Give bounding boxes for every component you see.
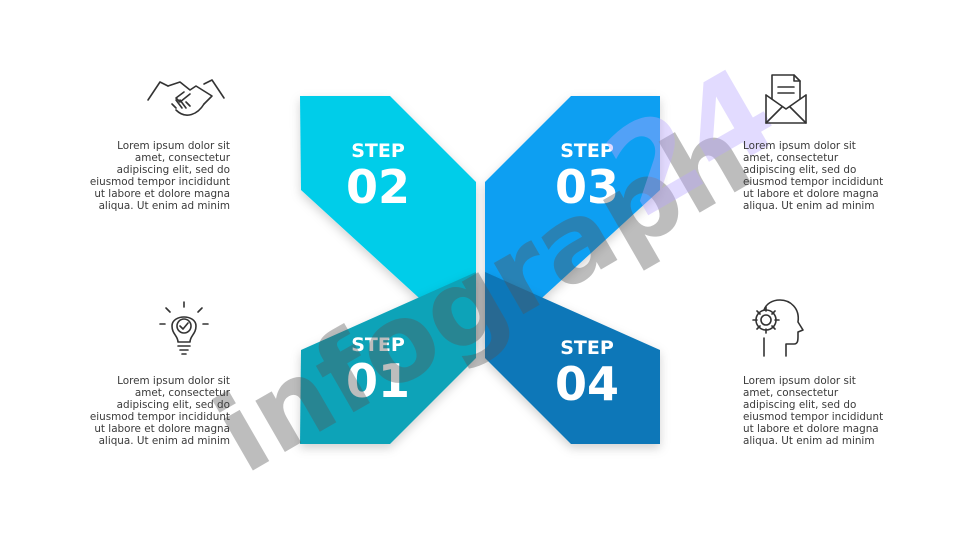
gear-head-icon bbox=[752, 299, 804, 357]
text-line: Lorem ipsum dolor sit bbox=[117, 140, 230, 152]
text-line: aliqua. Ut enim ad minim bbox=[743, 435, 875, 447]
step-04-shape bbox=[485, 272, 660, 444]
text-line: aliqua. Ut enim ad minim bbox=[98, 200, 230, 212]
description-bottom-left: Lorem ipsum dolor sit amet, consectetur … bbox=[80, 375, 230, 447]
step-03-label: STEP bbox=[560, 140, 614, 162]
text-line: eiusmod tempor incididunt bbox=[743, 176, 884, 188]
step-04-label: STEP bbox=[560, 337, 614, 359]
step-02-arm bbox=[300, 96, 476, 350]
step-03-arm bbox=[485, 96, 660, 350]
step-03-number: 03 bbox=[555, 160, 619, 214]
text-line: ut labore et dolore magna bbox=[94, 423, 230, 435]
step-02-label: STEP bbox=[351, 140, 405, 162]
step-04-arm bbox=[485, 272, 660, 444]
text-line: ut labore et dolore magna bbox=[743, 423, 879, 435]
text-line: eiusmod tempor incididunt bbox=[89, 411, 230, 423]
text-line: amet, consectetur bbox=[743, 387, 839, 399]
text-line: aliqua. Ut enim ad minim bbox=[743, 200, 875, 212]
text-line: adipiscing elit, sed do bbox=[743, 399, 857, 411]
text-line: aliqua. Ut enim ad minim bbox=[98, 435, 230, 447]
step-04-number: 04 bbox=[555, 357, 619, 411]
step-03-shape bbox=[485, 96, 660, 350]
step-02-shape bbox=[300, 96, 476, 350]
step-01-shape bbox=[300, 272, 476, 444]
description-top-left: Lorem ipsum dolor sit amet, consectetur … bbox=[80, 140, 230, 212]
text-line: adipiscing elit, sed do bbox=[116, 164, 230, 176]
text-line: adipiscing elit, sed do bbox=[743, 164, 857, 176]
text-line: Lorem ipsum dolor sit bbox=[117, 375, 230, 387]
handshake-icon bbox=[147, 79, 225, 116]
text-line: ut labore et dolore magna bbox=[743, 188, 879, 200]
description-bottom-right: Lorem ipsum dolor sit amet, consectetur … bbox=[743, 375, 893, 447]
text-line: adipiscing elit, sed do bbox=[116, 399, 230, 411]
text-line: eiusmod tempor incididunt bbox=[89, 176, 230, 188]
text-line: ut labore et dolore magna bbox=[94, 188, 230, 200]
step-01-number: 01 bbox=[346, 354, 410, 408]
text-line: amet, consectetur bbox=[134, 387, 230, 399]
envelope-document-icon bbox=[765, 74, 807, 124]
text-line: Lorem ipsum dolor sit bbox=[743, 140, 856, 152]
step-01-arm bbox=[300, 272, 476, 444]
text-line: Lorem ipsum dolor sit bbox=[743, 375, 856, 387]
step-01-label: STEP bbox=[351, 334, 405, 356]
step-02-number: 02 bbox=[346, 160, 410, 214]
description-top-right: Lorem ipsum dolor sit amet, consectetur … bbox=[743, 140, 893, 212]
text-line: eiusmod tempor incididunt bbox=[743, 411, 884, 423]
lightbulb-icon bbox=[159, 301, 209, 355]
text-line: amet, consectetur bbox=[743, 152, 839, 164]
text-line: amet, consectetur bbox=[134, 152, 230, 164]
